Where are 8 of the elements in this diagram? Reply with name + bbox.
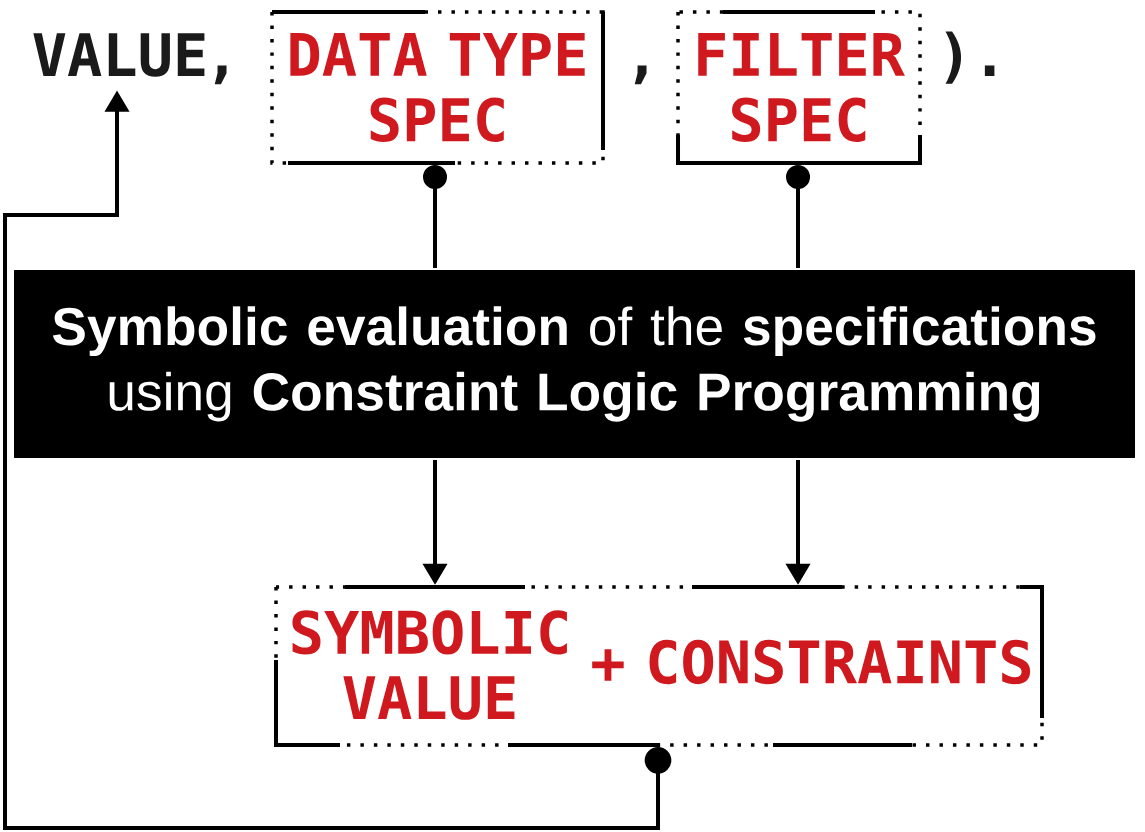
spec-box: FILTER SPEC xyxy=(676,10,922,165)
process-band: Symbolic evaluation of the specifications using Constraint Logic Programming xyxy=(14,270,1135,458)
connector-arrow xyxy=(423,165,447,268)
connector-arrow xyxy=(786,165,810,268)
code-word: VALUE xyxy=(33,33,205,77)
punctuation: , xyxy=(634,65,647,85)
spec-box: DATA TYPE SPEC xyxy=(270,10,605,165)
result-box: SYMBOLIC VALUE + CONSTRAINTS xyxy=(274,585,1044,747)
